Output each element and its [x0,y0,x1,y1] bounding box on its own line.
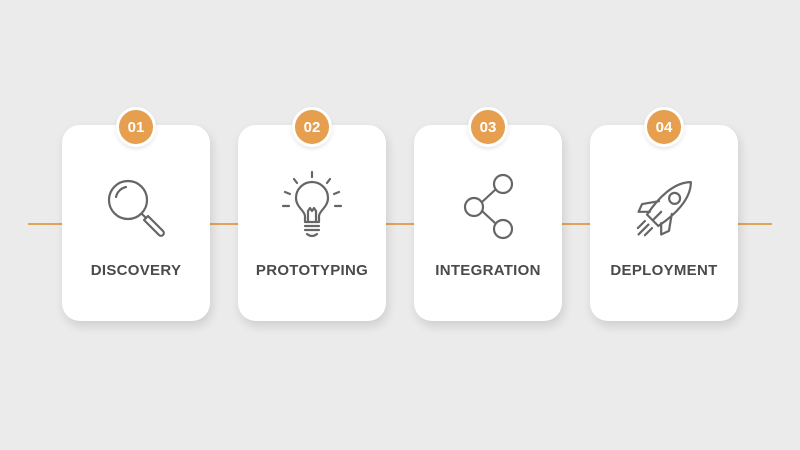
lightbulb-icon [272,169,352,249]
step-number-badge: 03 [468,107,508,147]
step-number-badge: 01 [116,107,156,147]
rocket-icon [624,169,704,249]
timeline-connector [28,223,772,225]
step-card-discovery: 01 DISCOVERY [62,107,210,321]
step-label: DISCOVERY [90,262,182,279]
step-label: DEPLOYMENT [610,262,718,279]
magnifying-glass-icon [96,169,176,249]
step-card-deployment: 04 DEPLOYMENT [590,107,738,321]
step-label: PROTOTYPING [255,262,369,279]
step-label: INTEGRATION [435,262,541,279]
step-card-prototyping: 02 PROTOTYPING [238,107,386,321]
step-number-badge: 04 [644,107,684,147]
share-icon [448,169,528,249]
step-number-badge: 02 [292,107,332,147]
step-card-integration: 03 INTEGRATION [414,107,562,321]
